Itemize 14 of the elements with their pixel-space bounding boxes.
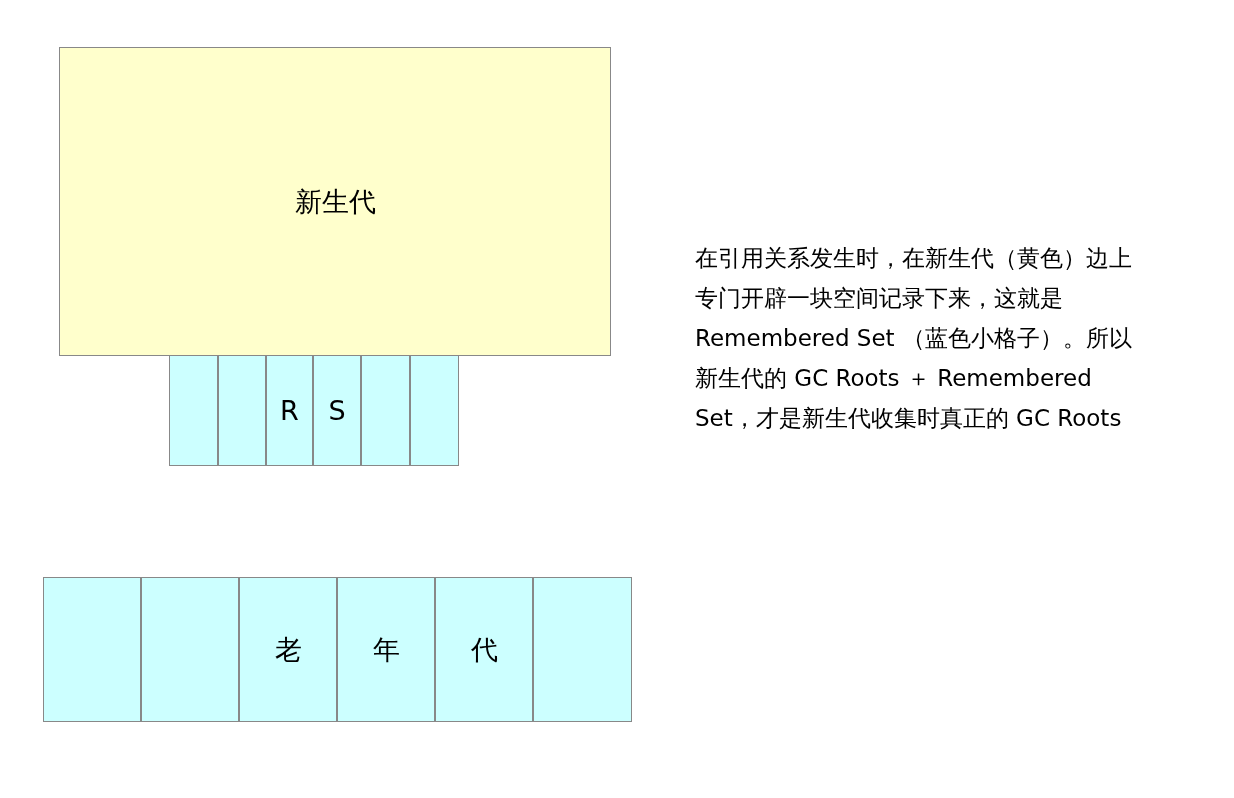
memory-cell: 老	[239, 577, 337, 722]
memory-cell	[533, 577, 632, 722]
memory-cell	[410, 355, 459, 466]
memory-cell	[218, 355, 266, 466]
memory-cell: 代	[435, 577, 533, 722]
memory-cell	[141, 577, 239, 722]
memory-cell: 年	[337, 577, 435, 722]
description-text: 在引用关系发生时，在新生代（黄色）边上专门开辟一块空间记录下来，这就是 Remembered Set （蓝色小格子）。所以新生代的 GC Roots ＋ Remembered Set，才是新生代收集时真正的 GC Roots	[695, 244, 1133, 433]
memory-cell	[43, 577, 141, 722]
memory-cell	[361, 355, 410, 466]
memory-cell: S	[313, 355, 361, 466]
memory-cell: R	[266, 355, 313, 466]
young-generation-box: 新生代	[59, 47, 611, 356]
memory-cell	[169, 355, 218, 466]
